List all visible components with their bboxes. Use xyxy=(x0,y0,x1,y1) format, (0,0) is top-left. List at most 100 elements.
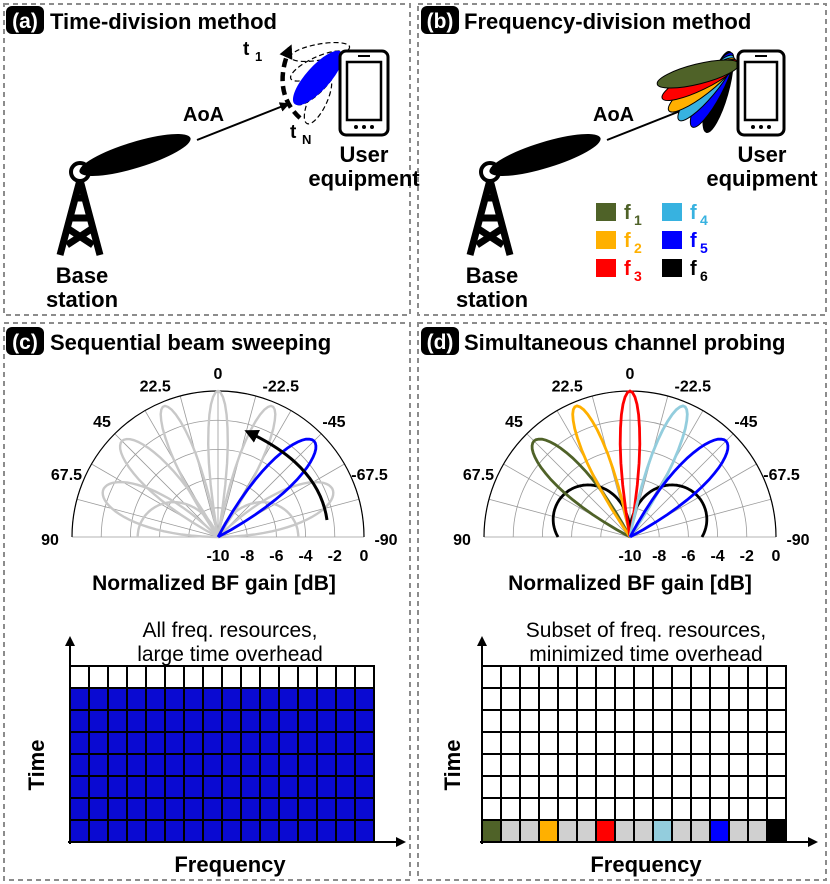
resource-cell xyxy=(576,731,597,755)
sweep-arc xyxy=(279,44,302,120)
angle-label: -90 xyxy=(374,532,397,549)
resource-cell xyxy=(297,731,318,755)
resource-cell xyxy=(221,731,242,755)
resource-cell xyxy=(240,709,261,733)
resource-cell xyxy=(278,709,299,733)
resource-cell xyxy=(557,687,578,711)
beam-4 xyxy=(571,404,632,538)
resource-cell xyxy=(614,819,635,843)
resource-cell xyxy=(88,731,109,755)
resource-cell xyxy=(202,665,223,689)
resource-cell xyxy=(202,797,223,821)
resource-cell xyxy=(145,687,166,711)
resource-cell xyxy=(728,665,749,689)
resource-cell xyxy=(690,775,711,799)
angle-label: -67.5 xyxy=(351,467,388,484)
resource-cell xyxy=(335,687,356,711)
resource-cell xyxy=(728,709,749,733)
resource-cell xyxy=(690,709,711,733)
resource-cell xyxy=(183,775,204,799)
legend-label-5: f xyxy=(690,230,697,252)
resource-cell xyxy=(652,665,673,689)
radial-label: -8 xyxy=(240,548,254,565)
resource-cell xyxy=(766,665,787,689)
angle-label: 0 xyxy=(214,366,223,383)
resource-cell xyxy=(728,753,749,777)
resource-cell xyxy=(766,753,787,777)
resource-cell xyxy=(557,775,578,799)
panel-b-tag: (b) xyxy=(427,10,454,33)
legend-swatch-6 xyxy=(662,259,682,277)
resource-cell xyxy=(126,665,147,689)
resource-cell xyxy=(538,753,559,777)
panel-b: (b) Frequency-division method AoA xyxy=(421,6,818,312)
resource-cell xyxy=(595,687,616,711)
resource-cell xyxy=(145,819,166,843)
resource-cell xyxy=(145,709,166,733)
panel-c-border xyxy=(3,322,411,881)
legend-label-6: f xyxy=(690,258,697,280)
panel-c: (c) Sequential beam sweeping 9067.54522.… xyxy=(6,327,406,877)
polar-grid xyxy=(71,390,365,538)
resource-cell xyxy=(88,687,109,711)
panel-a-border xyxy=(3,3,411,316)
resource-cell xyxy=(278,665,299,689)
panel-b-border xyxy=(417,3,827,316)
resource-cell xyxy=(671,731,692,755)
angle-label: -90 xyxy=(786,532,809,549)
resource-cell xyxy=(766,687,787,711)
resource-cell xyxy=(557,819,578,843)
resource-cell xyxy=(164,709,185,733)
resource-cell xyxy=(633,709,654,733)
resource-cell xyxy=(69,775,90,799)
resource-cell xyxy=(278,731,299,755)
resource-cell xyxy=(278,753,299,777)
resource-cell xyxy=(316,753,337,777)
panel-c-grid-xlabel: Frequency xyxy=(174,852,286,877)
resource-cell xyxy=(614,775,635,799)
tower-icon xyxy=(56,166,104,256)
resource-cell xyxy=(354,819,375,843)
radial-label: -6 xyxy=(269,548,283,565)
tower-icon-b xyxy=(466,166,514,256)
resource-cell xyxy=(500,797,521,821)
beam-5 xyxy=(206,389,230,538)
resource-cell xyxy=(354,775,375,799)
resource-cell xyxy=(766,797,787,821)
beam-6 xyxy=(216,404,277,538)
resource-cell xyxy=(354,731,375,755)
resource-cell xyxy=(88,709,109,733)
panel-a-tn-sub: N xyxy=(302,132,311,147)
resource-cell xyxy=(671,819,692,843)
resource-cell xyxy=(107,775,128,799)
resource-cell xyxy=(88,665,109,689)
resource-cell xyxy=(107,753,128,777)
resource-cell xyxy=(297,775,318,799)
resource-cell xyxy=(557,709,578,733)
resource-cell xyxy=(354,797,375,821)
resource-cell xyxy=(145,665,166,689)
angle-label: -45 xyxy=(734,414,757,431)
legend-label-3: f xyxy=(624,258,631,280)
resource-cell xyxy=(519,665,540,689)
resource-cell xyxy=(481,797,502,821)
angle-label: 45 xyxy=(505,414,523,431)
resource-cell xyxy=(221,797,242,821)
resource-cell xyxy=(595,819,616,843)
panel-d-caption-1: Subset of freq. resources, xyxy=(526,619,766,642)
resource-cell xyxy=(481,775,502,799)
resource-cell xyxy=(557,753,578,777)
panel-d-tag: (d) xyxy=(427,331,454,354)
resource-cell xyxy=(519,775,540,799)
resource-cell xyxy=(766,709,787,733)
resource-cell xyxy=(164,665,185,689)
resource-cell xyxy=(221,753,242,777)
resource-cell xyxy=(316,797,337,821)
resource-cell xyxy=(747,775,768,799)
resource-cell xyxy=(709,753,730,777)
resource-cell xyxy=(576,775,597,799)
resource-cell xyxy=(766,819,787,843)
angle-label: 90 xyxy=(453,532,471,549)
legend-swatch-5 xyxy=(662,231,682,249)
legend-label-2: f xyxy=(624,230,631,252)
